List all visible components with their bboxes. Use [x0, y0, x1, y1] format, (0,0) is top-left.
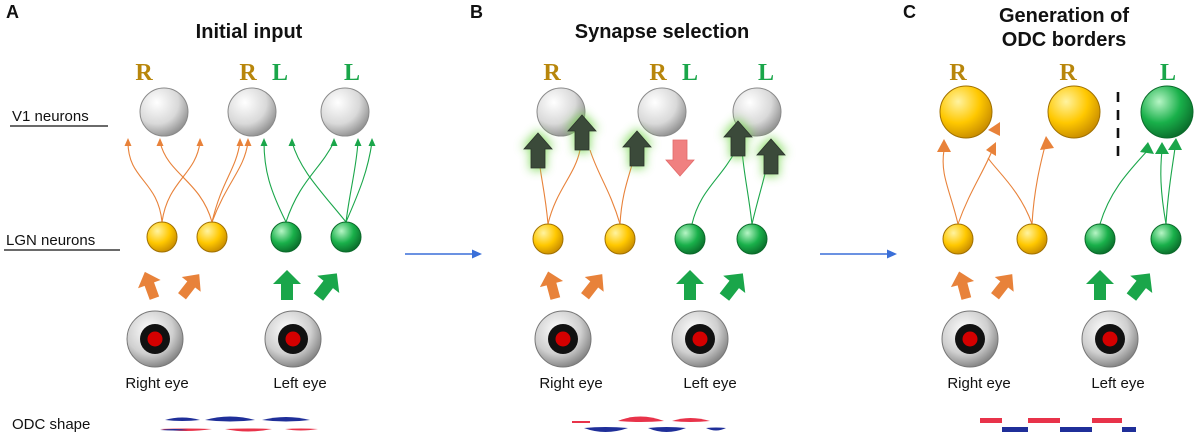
panel-c-letter: C [903, 2, 916, 22]
lgn-neuron-right [196, 221, 228, 253]
v1-neuron-right [1047, 85, 1101, 139]
lgn-neuron-right [146, 221, 178, 253]
strengthened-synapse-arrows [521, 112, 788, 176]
v1-label-r2: R [649, 60, 667, 86]
odc-shape-selection [572, 416, 726, 432]
panel-a-axon-tips [124, 138, 376, 146]
panel-c-axons [942, 141, 1176, 225]
v1-label-r2: R [1059, 60, 1077, 86]
left-eye-label: Left eye [273, 375, 326, 392]
right-eye-label: Right eye [947, 375, 1010, 392]
v1-label-l1: L [682, 60, 698, 86]
odc-shape-label: ODC shape [12, 416, 90, 433]
v1-neuron-right [939, 85, 993, 139]
lgn-neuron-left [1084, 223, 1116, 255]
panel-a-letter: A [6, 2, 19, 22]
panel-b-title: Synapse selection [575, 21, 750, 43]
odc-shape-initial [160, 416, 318, 432]
lgn-neuron-right [942, 223, 974, 255]
lgn-neuron-left [270, 221, 302, 253]
left-eye-icon [1081, 310, 1139, 368]
right-eye-icon [941, 310, 999, 368]
right-eye-icon [126, 310, 184, 368]
lgn-neuron-right [532, 223, 564, 255]
v1-label-r2: R [239, 60, 257, 86]
panel-c-title-line-1: Generation of [999, 5, 1129, 27]
panel-c: C Generation of ODC borders R R L [903, 2, 1194, 432]
v1-label-l2: L [344, 60, 360, 86]
right-eye-label: Right eye [125, 375, 188, 392]
v1-label-l1: L [1160, 60, 1176, 86]
v1-label-r1: R [949, 60, 967, 86]
left-eye-icon [264, 310, 322, 368]
right-eye-icon [534, 310, 592, 368]
panel-a-input-arrows [138, 270, 340, 301]
left-eye-label: Left eye [683, 375, 736, 392]
panel-b-letter: B [470, 2, 483, 22]
v1-label-l1: L [272, 60, 288, 86]
panel-a: A Initial input R R L L [6, 2, 376, 432]
left-eye-icon [671, 310, 729, 368]
flow-arrow-a-to-b [405, 249, 482, 259]
panel-c-synapses [937, 122, 1182, 156]
lgn-neuron-left [736, 223, 768, 255]
v1-neuron [637, 87, 687, 137]
left-eye-label: Left eye [1091, 375, 1144, 392]
lgn-neuron-right [604, 223, 636, 255]
weakened-synapse-arrow [665, 139, 695, 177]
v1-neuron [732, 87, 782, 137]
panel-b: B Synapse selection R R L L [470, 2, 788, 432]
lgn-neuron-right [1016, 223, 1048, 255]
panel-a-title: Initial input [196, 21, 303, 43]
v1-neuron [320, 87, 370, 137]
v1-neuron [227, 87, 277, 137]
panel-b-input-arrows [539, 270, 746, 301]
v1-neuron [139, 87, 189, 137]
odc-shape-borders [980, 418, 1136, 432]
v1-neurons-label: V1 neurons [12, 108, 89, 125]
lgn-neuron-left [1150, 223, 1182, 255]
right-eye-label: Right eye [539, 375, 602, 392]
lgn-neuron-left [674, 223, 706, 255]
v1-neuron-left [1140, 85, 1194, 139]
flow-arrow-b-to-c [820, 249, 897, 259]
v1-label-r1: R [135, 60, 153, 86]
v1-label-l2: L [758, 60, 774, 86]
panel-c-input-arrows [950, 270, 1153, 301]
lgn-neuron-left [330, 221, 362, 253]
panel-c-title-line-2: ODC borders [1002, 29, 1126, 51]
panel-a-axons [127, 141, 373, 223]
lgn-neurons-label: LGN neurons [6, 232, 95, 249]
panel-b-axons [537, 149, 771, 225]
v1-label-r1: R [543, 60, 561, 86]
